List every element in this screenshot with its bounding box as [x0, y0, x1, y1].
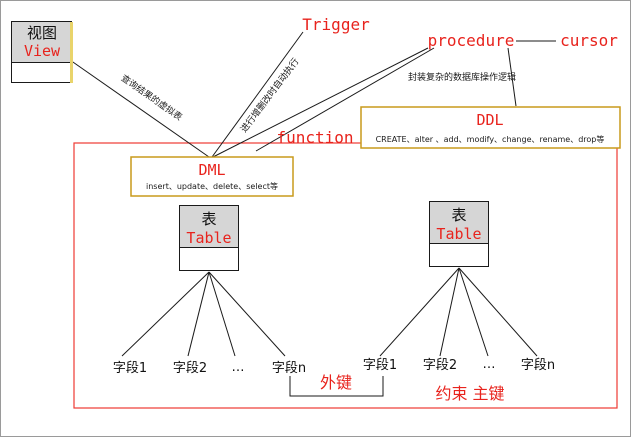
field-left-1: 字段1 [113, 361, 147, 376]
table-node-left: 表 Table [179, 205, 239, 271]
table-left-field2-line [187, 271, 210, 357]
dml-title: DML [198, 161, 225, 179]
table-left-subtitle: Table [186, 229, 231, 247]
table-left-field3-line [208, 271, 236, 357]
table-right-subtitle: Table [436, 225, 481, 243]
table-left-fieldn-line [208, 271, 286, 357]
table-left-title: 表 [201, 210, 216, 228]
field-right-2: 字段2 [423, 358, 457, 373]
procedure-to-dml-line-2 [255, 47, 435, 152]
table-right-field3-line [458, 267, 489, 357]
connector-lines [69, 31, 556, 397]
field-right-n: 字段n [521, 358, 555, 373]
field-left-3: … [232, 360, 245, 375]
trigger-to-dml-line [211, 31, 304, 158]
field-right-1: 字段1 [363, 358, 397, 373]
view-edge-label: 查询结果的虚拟表 [119, 72, 185, 123]
foreign-key-label: 外键 [320, 373, 352, 392]
foreign-key-bracket [289, 376, 384, 397]
table-right-field2-line [439, 267, 460, 357]
field-left-2: 字段2 [173, 361, 207, 376]
procedure-note: 封装复杂的数据库操作逻辑 [408, 71, 516, 83]
view-node: 视图 View [11, 21, 73, 83]
dml-box: DML insert、update、delete、select等 [130, 156, 294, 197]
table-node-right: 表 Table [429, 201, 489, 267]
table-right-field1-line [379, 267, 460, 357]
field-left-n: 字段n [272, 361, 306, 376]
trigger-edge-label: 进行增删改时自动执行 [238, 56, 302, 135]
procedure-to-dml-line-1 [212, 47, 429, 158]
view-node-subtitle: View [24, 42, 61, 60]
view-node-title: 视图 [27, 24, 57, 42]
dml-detail: insert、update、delete、select等 [146, 181, 278, 191]
trigger-label: Trigger [302, 15, 370, 34]
table-right-title: 表 [451, 206, 466, 224]
ddl-detail: CREATE、alter 、add、modify、change、rename、d… [376, 134, 605, 144]
ddl-box: DDL CREATE、alter 、add、modify、change、rena… [360, 106, 621, 149]
constraints-label: 约束 主键 [435, 384, 504, 403]
procedure-to-ddl-line [507, 47, 517, 107]
ddl-title: DDL [476, 111, 503, 129]
table-right-fieldn-line [458, 267, 538, 357]
table-left-field1-line [121, 271, 210, 357]
procedure-label: procedure [428, 31, 515, 50]
cursor-label: cursor [560, 31, 618, 50]
view-node-edge-highlight [70, 22, 73, 83]
function-label: function [276, 128, 353, 147]
view-to-dml-line [69, 59, 210, 158]
table-region-frame [73, 142, 618, 409]
field-right-3: … [483, 357, 496, 372]
